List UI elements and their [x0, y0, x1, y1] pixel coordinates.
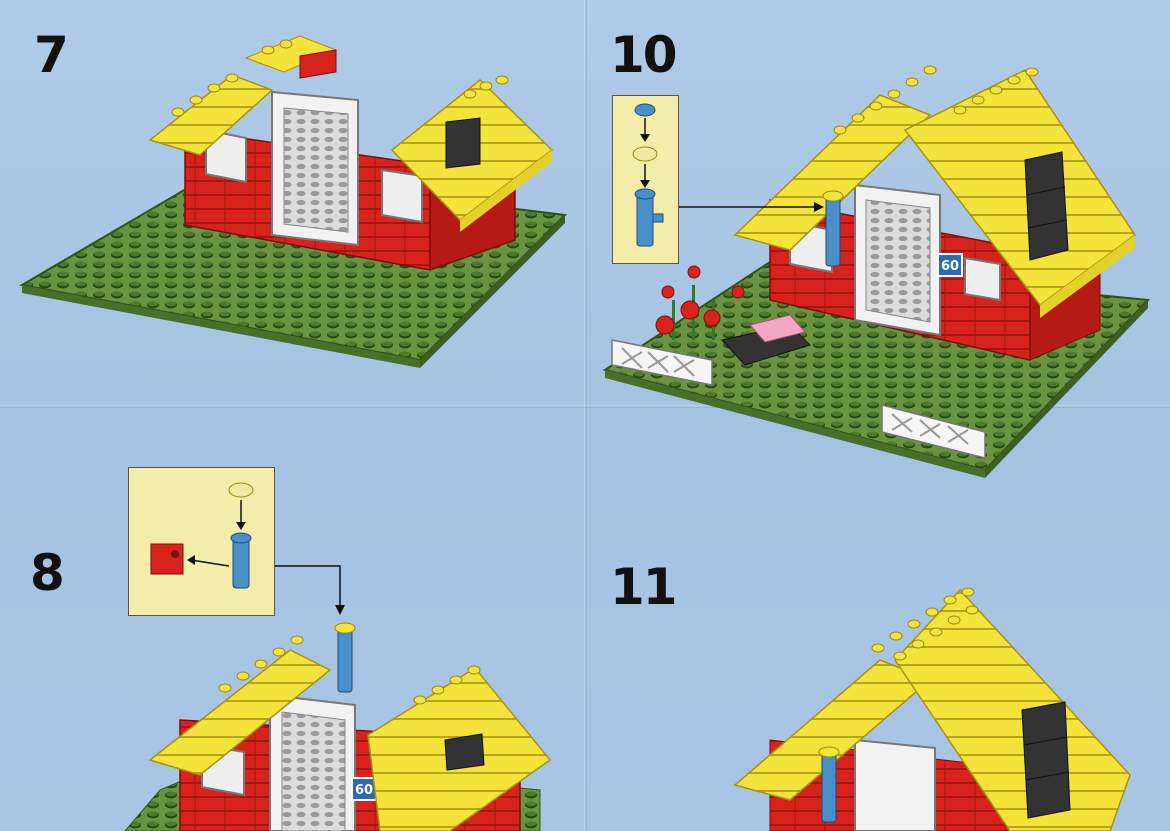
parts-callout-step-10-drawing [632, 103, 664, 247]
step-number-7: 7 [34, 26, 69, 84]
house-number-text-step-8: 60 [355, 783, 373, 798]
lamp-post-step-11 [821, 751, 837, 823]
parts-callout-step-8-drawing [150, 482, 254, 589]
lamp-post-step-8 [337, 629, 353, 693]
lamp-post-step-10 [825, 195, 841, 267]
step-number-10: 10 [610, 26, 678, 84]
fence-right-step-10 [881, 404, 986, 459]
house-step-10: 60 [733, 65, 1137, 361]
connector-arrow-step-8 [272, 565, 341, 610]
pink-bench-step-10 [721, 314, 811, 366]
house-step-11 [733, 587, 1131, 831]
flowers-step-10 [655, 265, 745, 340]
house-number-text-step-10: 60 [941, 259, 959, 274]
parts-callout-step-8 [128, 467, 275, 616]
fold-line-horizontal [0, 405, 1170, 408]
fold-line-vertical [584, 0, 587, 831]
step-number-8: 8 [30, 544, 65, 602]
fence-left-step-10 [611, 339, 713, 386]
parts-callout-step-10 [612, 95, 679, 264]
house-step-7 [148, 35, 554, 272]
house-step-8: 60 [124, 622, 552, 831]
house-number-badge-step-10 [937, 253, 963, 277]
step-number-11: 11 [610, 558, 678, 616]
